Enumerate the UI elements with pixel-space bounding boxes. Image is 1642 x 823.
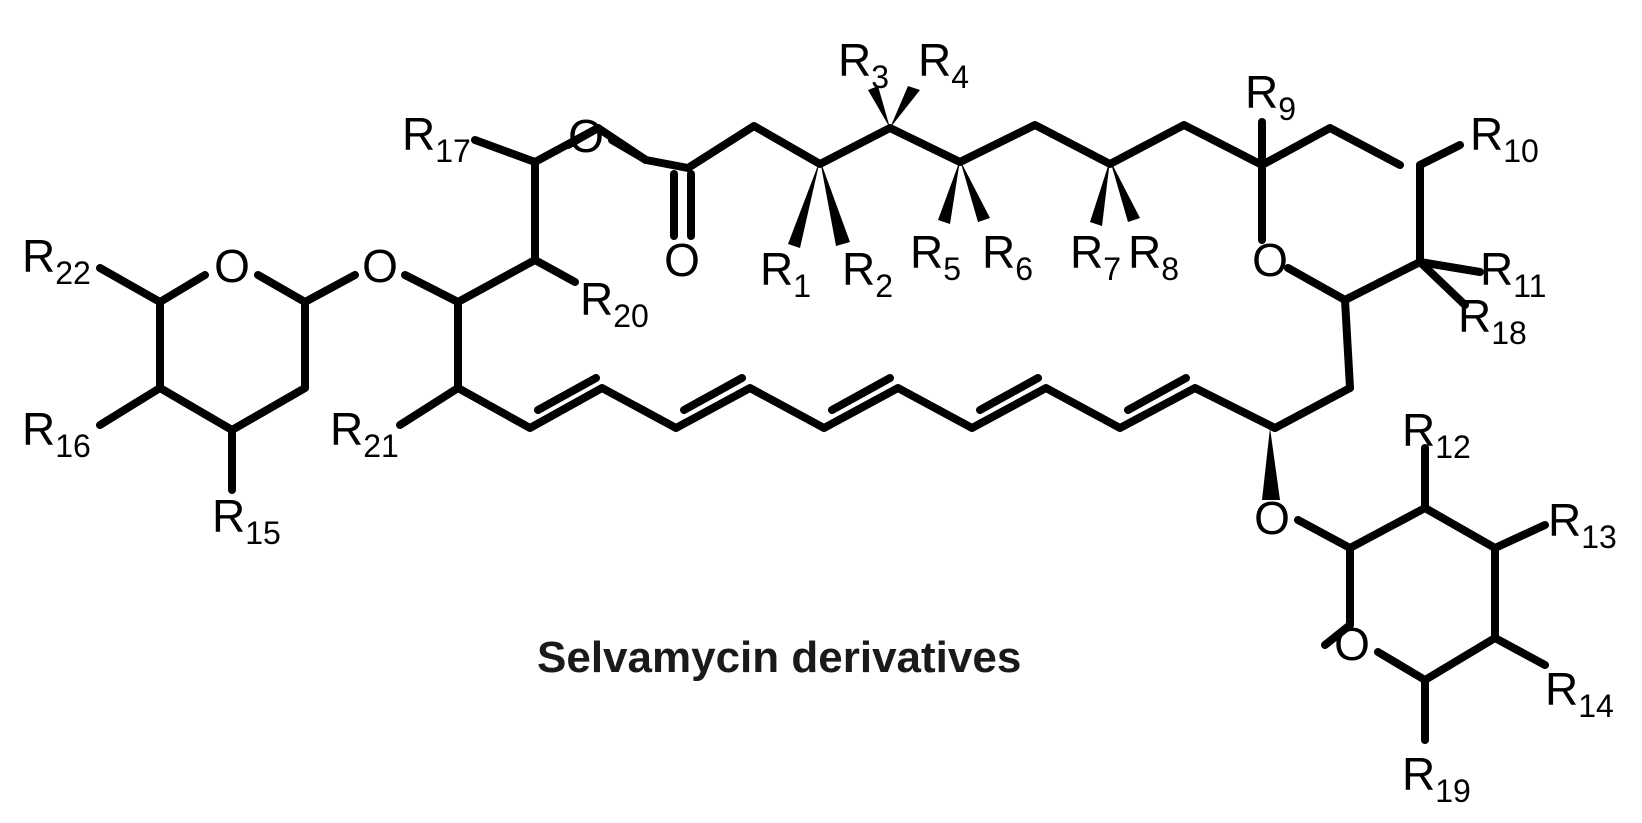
lactone-chain-bonds (531, 121, 1404, 172)
glycoside-oxygen-left: O (362, 240, 398, 292)
r-label-22: R22 (22, 230, 91, 291)
o-glycoside-left-bond (401, 271, 462, 306)
r-label-19: R19 (1402, 748, 1471, 809)
r-label-16: R16 (22, 403, 91, 464)
polyene-double-3 (828, 374, 894, 414)
r-group-labels: R1 R2 R3 R4 R5 R6 R7 R8 R9 R10 R11 R12 R… (22, 34, 1617, 809)
left-sugar-ring (156, 271, 359, 434)
pyran-to-chain-bond (1341, 296, 1354, 392)
wedge-r1 (788, 160, 820, 248)
r-label-15: R15 (212, 490, 281, 551)
r-label-5: R5 (910, 226, 961, 287)
right-pyran-ring (1258, 161, 1424, 304)
polyene-double-4 (976, 374, 1042, 414)
r-label-9: R9 (1245, 66, 1296, 127)
bond-skeleton (96, 118, 1549, 744)
left-chain (454, 158, 539, 392)
ester-o-bond-2 (608, 136, 650, 164)
wedge-r8 (1110, 160, 1140, 222)
r-label-8: R8 (1128, 226, 1179, 287)
wedge-r4 (890, 86, 920, 128)
polyene-double-5 (1124, 374, 1190, 414)
r-label-11: R11 (1480, 243, 1546, 304)
wedge-r3 (868, 86, 890, 128)
compound-caption: Selvamycin derivatives (537, 633, 1021, 682)
r18-bond (1416, 258, 1469, 309)
r13-bond (1491, 521, 1549, 552)
r14-bond (1491, 634, 1549, 669)
r-label-17: R17 (402, 108, 471, 169)
oxygen-atoms: O O O O O O O (214, 110, 1370, 670)
ester-o-bond (564, 124, 602, 149)
right-sugar-oxygen: O (1334, 618, 1370, 670)
r-label-6: R6 (982, 226, 1033, 287)
r-label-10: R10 (1470, 108, 1539, 169)
r20-bond (531, 256, 579, 286)
r22-bond (96, 264, 164, 306)
r-label-14: R14 (1545, 663, 1614, 724)
r17-bond (471, 136, 539, 166)
r-label-4: R4 (918, 34, 969, 95)
polyene-double-2 (680, 374, 746, 414)
r-label-3: R3 (838, 34, 889, 95)
r-label-13: R13 (1548, 494, 1617, 555)
ester-oxygen: O (568, 110, 604, 162)
polyene-chain (454, 384, 1279, 432)
left-sugar-oxygen: O (214, 240, 250, 292)
glycoside-oxygen-right: O (1254, 492, 1290, 544)
r16-bond (96, 384, 164, 429)
wedge-r6 (960, 160, 990, 222)
r-label-12: R12 (1402, 404, 1471, 465)
r-label-20: R20 (580, 273, 649, 334)
polyene-double-1 (534, 374, 600, 414)
r-label-18: R18 (1458, 290, 1527, 351)
wedge-r7 (1090, 160, 1110, 226)
stereo-wedges (788, 86, 1280, 500)
r-label-1: R1 (760, 243, 811, 304)
wedge-r2 (820, 160, 850, 246)
r11-bond (1416, 258, 1484, 276)
chain-ch-bond (1271, 384, 1354, 432)
r-label-21: R21 (330, 403, 399, 464)
right-pyran-oxygen: O (1252, 234, 1288, 286)
wedge-o-glycoside (1262, 428, 1280, 500)
carbonyl-oxygen: O (664, 234, 700, 286)
r21-bond (396, 384, 462, 429)
r-label-2: R2 (842, 243, 893, 304)
r-label-7: R7 (1070, 226, 1121, 287)
wedge-r5 (938, 160, 960, 224)
r10-bond (1416, 141, 1464, 169)
right-sugar-ring (1294, 504, 1499, 684)
